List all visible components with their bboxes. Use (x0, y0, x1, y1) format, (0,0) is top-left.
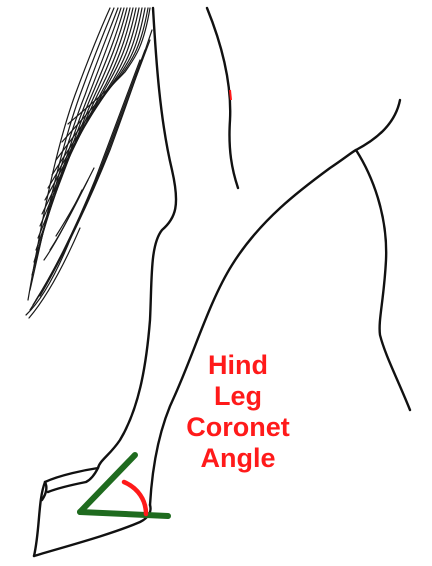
thigh-red-mark (230, 90, 231, 100)
angle-arc (124, 482, 146, 514)
label-line-3: Coronet (178, 412, 298, 443)
label-line-2: Leg (178, 381, 298, 412)
thigh-edge (207, 8, 238, 188)
far-leg-edge (356, 150, 410, 410)
hock-curve (356, 100, 400, 150)
label-line-1: Hind (178, 350, 298, 381)
ground-guide-line (80, 512, 168, 516)
label-line-4: Angle (178, 443, 298, 474)
angle-label: Hind Leg Coronet Angle (178, 350, 298, 474)
tail-hatching (26, 8, 152, 318)
